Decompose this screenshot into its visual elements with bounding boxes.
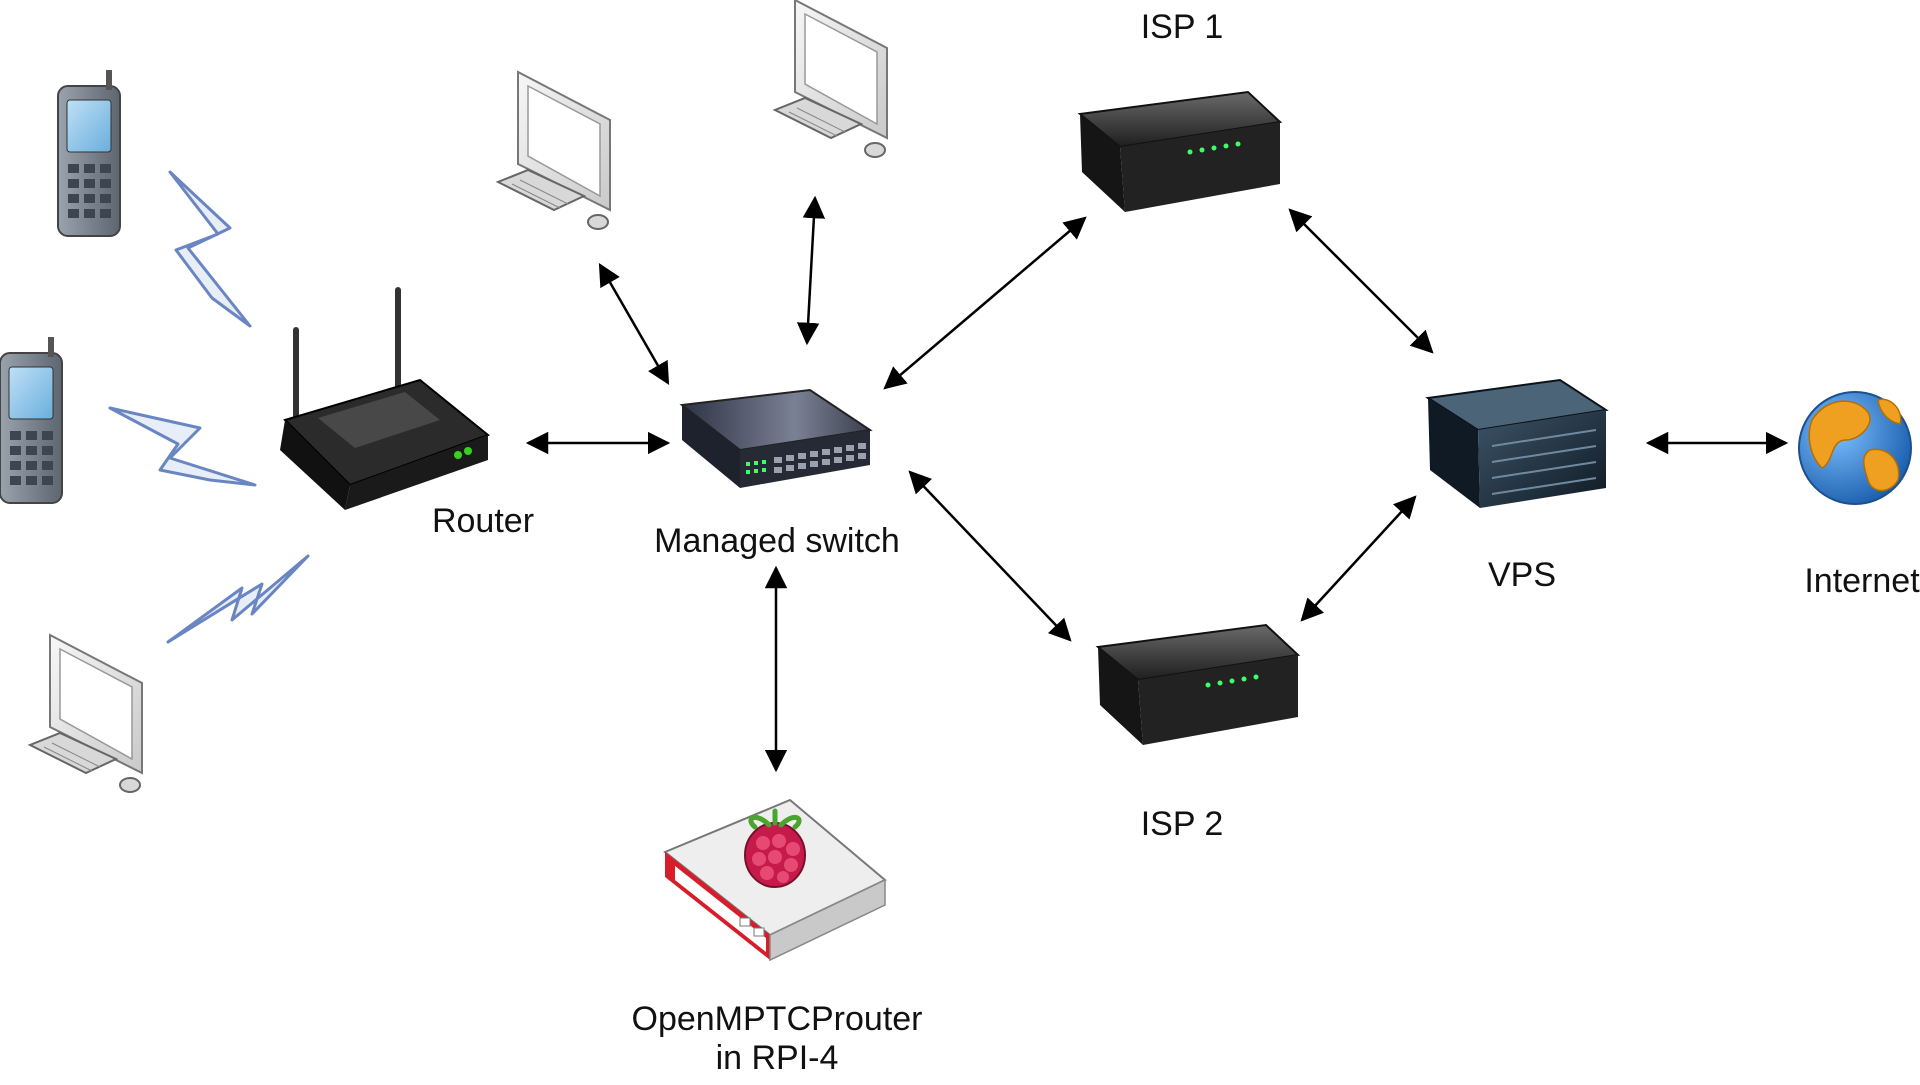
raspberry-pi-icon — [663, 798, 887, 962]
server-icon — [1425, 378, 1609, 508]
isp1-label: ISP 1 — [1140, 8, 1224, 46]
internet-label: Internet — [1804, 562, 1920, 600]
network-switch-icon — [679, 388, 873, 488]
lightning-bolt-icon — [108, 406, 257, 487]
globe-icon — [1798, 391, 1912, 505]
isp2-label: ISP 2 — [1140, 805, 1224, 843]
vps-label: VPS — [1487, 556, 1557, 594]
link-isp1-vps — [1288, 208, 1434, 354]
link-computer2-switch — [796, 195, 826, 346]
mobile-phone-icon — [57, 70, 121, 237]
mobile-phone-icon — [0, 337, 63, 504]
desktop-computer-icon — [495, 70, 611, 230]
desktop-computer-icon — [27, 633, 143, 793]
switch-label: Managed switch — [654, 522, 900, 560]
router-label: Router — [431, 502, 535, 540]
link-isp2-vps — [1300, 495, 1417, 622]
openmptc-label: OpenMPTCProuter in RPI-4 — [632, 1000, 923, 1078]
lightning-bolt-icon — [168, 170, 252, 328]
link-switch-isp1 — [883, 216, 1087, 390]
wifi-router-icon — [280, 287, 491, 510]
desktop-computer-icon — [772, 0, 888, 158]
openmptc-label-line2: in RPI-4 — [715, 1039, 839, 1078]
link-switch-isp2 — [908, 470, 1072, 642]
modem-icon — [1095, 623, 1301, 745]
lightning-bolt-icon — [166, 554, 310, 644]
openmptc-label-line1: OpenMPTCProuter — [631, 1000, 923, 1038]
link-computer-switch — [598, 263, 670, 385]
modem-icon — [1077, 90, 1283, 212]
